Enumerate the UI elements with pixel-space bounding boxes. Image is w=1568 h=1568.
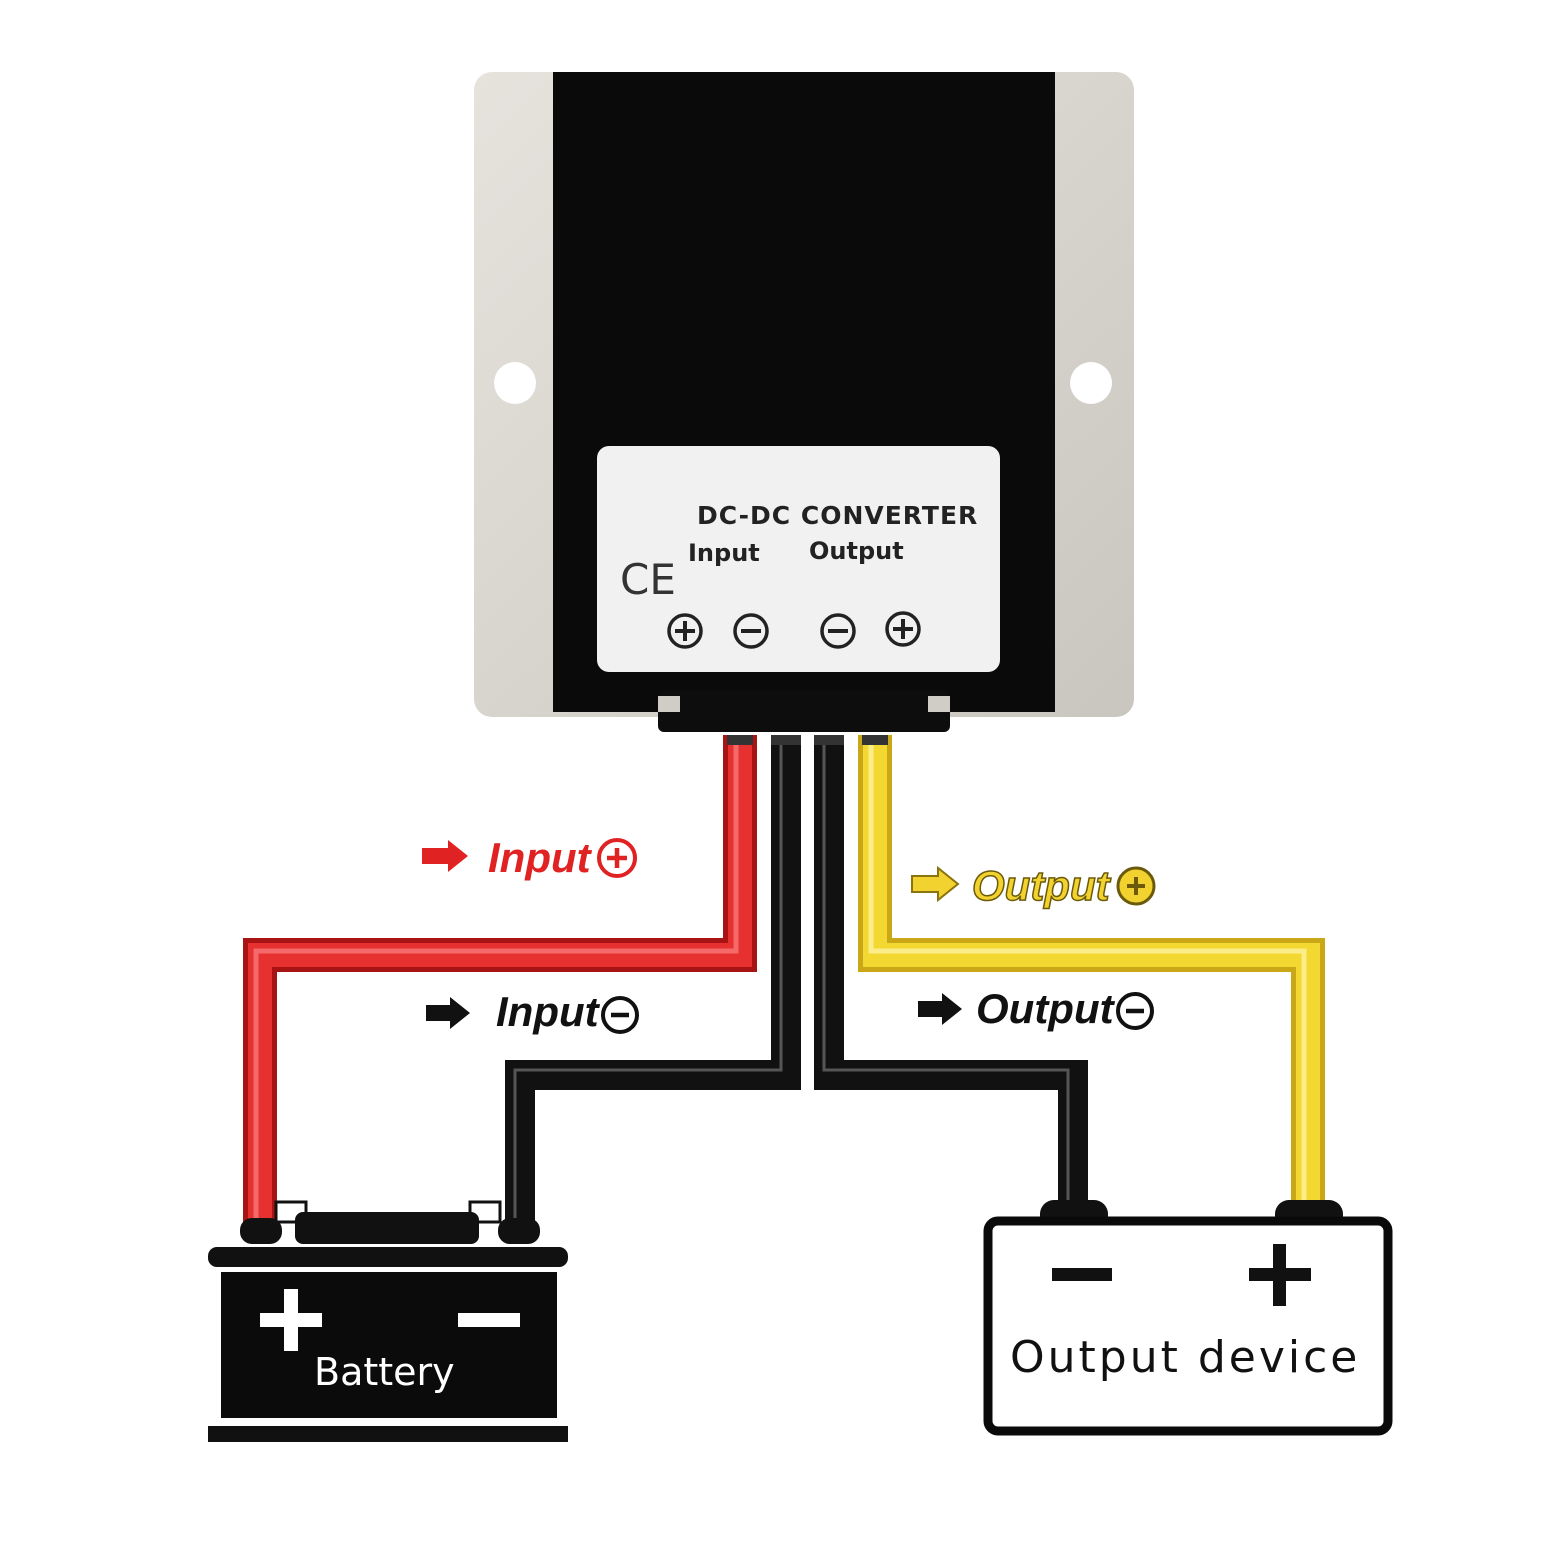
device-body bbox=[983, 1216, 1393, 1436]
battery-terminal-left bbox=[240, 1218, 282, 1244]
terminal-plus-icon bbox=[885, 611, 921, 647]
label-input-positive-text: Input bbox=[488, 834, 593, 881]
minus-circle-icon bbox=[601, 996, 639, 1034]
battery-top-ridge bbox=[295, 1212, 479, 1244]
gland-tab-right bbox=[928, 696, 950, 712]
plus-circle-icon bbox=[597, 838, 637, 878]
terminal-plus-icon bbox=[667, 613, 703, 649]
battery-terminal-right bbox=[498, 1218, 540, 1244]
battery-base bbox=[208, 1426, 568, 1442]
battery: Battery bbox=[208, 1200, 568, 1442]
label-input-negative-text: Input bbox=[496, 988, 601, 1035]
output-device: Output device bbox=[983, 1200, 1393, 1436]
wire-ferrule bbox=[814, 735, 844, 745]
plus-circle-icon bbox=[1116, 866, 1156, 906]
converter-label-plate: DC-DC CONVERTER Input Output CE bbox=[597, 446, 1000, 672]
label-output-positive-text: Output bbox=[972, 862, 1112, 909]
arrow-right-icon bbox=[911, 865, 960, 903]
arrow-right-icon bbox=[426, 997, 470, 1029]
ce-mark: CE bbox=[620, 555, 676, 604]
wire-ferrule bbox=[727, 735, 753, 745]
cable-gland bbox=[658, 690, 950, 732]
wire-ferrule bbox=[771, 735, 801, 745]
battery-body bbox=[221, 1272, 557, 1418]
wire-output-negative bbox=[814, 735, 1088, 1210]
plus-icon bbox=[260, 1289, 322, 1351]
gland-tab-left bbox=[658, 696, 680, 712]
label-output-negative-text: Output bbox=[976, 985, 1116, 1032]
wire-input-positive bbox=[243, 735, 757, 1222]
label-output-positive: Output bbox=[911, 861, 1156, 910]
battery-label: Battery bbox=[314, 1350, 455, 1394]
arrow-right-icon bbox=[918, 993, 962, 1025]
wire-ferrule bbox=[862, 735, 888, 745]
dc-dc-converter: DC-DC CONVERTER Input Output CE bbox=[474, 72, 1134, 732]
mounting-hole-left bbox=[494, 362, 536, 404]
wire-output-positive bbox=[858, 735, 1325, 1210]
minus-circle-icon bbox=[1116, 992, 1154, 1030]
label-input-negative: Input bbox=[426, 988, 639, 1035]
terminal-minus-icon bbox=[733, 613, 769, 649]
minus-icon bbox=[458, 1313, 520, 1327]
device-label: Output device bbox=[1010, 1332, 1360, 1383]
converter-output-label: Output bbox=[809, 537, 904, 565]
mounting-hole-right bbox=[1070, 362, 1112, 404]
arrow-right-icon bbox=[422, 840, 468, 872]
converter-title: DC-DC CONVERTER bbox=[697, 501, 978, 530]
plus-icon bbox=[1249, 1244, 1311, 1306]
terminal-minus-icon bbox=[820, 613, 856, 649]
minus-icon bbox=[1052, 1268, 1112, 1281]
label-output-negative: Output bbox=[918, 985, 1154, 1032]
label-input-positive: Input bbox=[422, 834, 637, 881]
converter-input-label: Input bbox=[688, 539, 760, 567]
wire-input-negative bbox=[505, 735, 801, 1222]
battery-lid bbox=[208, 1247, 568, 1267]
